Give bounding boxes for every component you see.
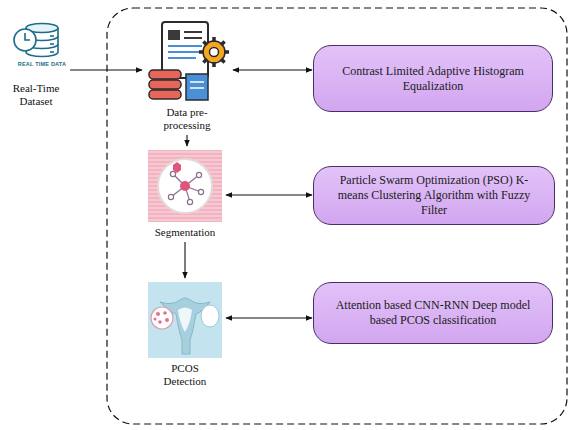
icon-node: Data pre-processing [143, 18, 231, 132]
icon-area [146, 280, 224, 360]
icon-caption: REAL TIME DATA [10, 61, 74, 67]
icon-node: Segmentation [146, 148, 224, 239]
icon-area [146, 148, 224, 224]
icon-area [143, 18, 231, 104]
box-content: Contrast Limited Adaptive Histogram Equa… [330, 64, 536, 94]
database-icon [14, 24, 58, 57]
dashed-region [107, 8, 567, 424]
connector-arrow [233, 69, 312, 70]
box-label: Attention based CNN-RNN Deep model based… [330, 298, 536, 328]
node-label: Data pre-processing [156, 106, 218, 132]
connector-arrow [226, 194, 312, 195]
process-box: Attention based CNN-RNN Deep model based… [313, 282, 553, 344]
uterus-illustration [148, 282, 222, 358]
box-label: Particle Swarm Optimization (PSO) K-mean… [330, 173, 538, 218]
connector-arrow [184, 242, 185, 278]
box-label: Contrast Limited Adaptive Histogram Equa… [330, 64, 536, 94]
process-box: Particle Swarm Optimization (PSO) K-mean… [313, 166, 555, 225]
node-label: Segmentation [155, 226, 216, 239]
box-content: Attention based CNN-RNN Deep model based… [330, 298, 536, 328]
box-content: Particle Swarm Optimization (PSO) K-mean… [330, 173, 538, 218]
node-label: Real-Time Dataset [5, 82, 67, 108]
icon-node: PCOS Detection [146, 280, 224, 388]
node-label: PCOS Detection [157, 362, 213, 388]
connector-arrow [186, 135, 187, 146]
segmentation-icon [148, 150, 222, 222]
process-box: Contrast Limited Adaptive Histogram Equa… [313, 45, 553, 112]
icon-area [4, 22, 68, 80]
connector-arrow [70, 69, 142, 70]
preprocessing-icon [149, 22, 229, 100]
connector-arrow [226, 317, 312, 318]
